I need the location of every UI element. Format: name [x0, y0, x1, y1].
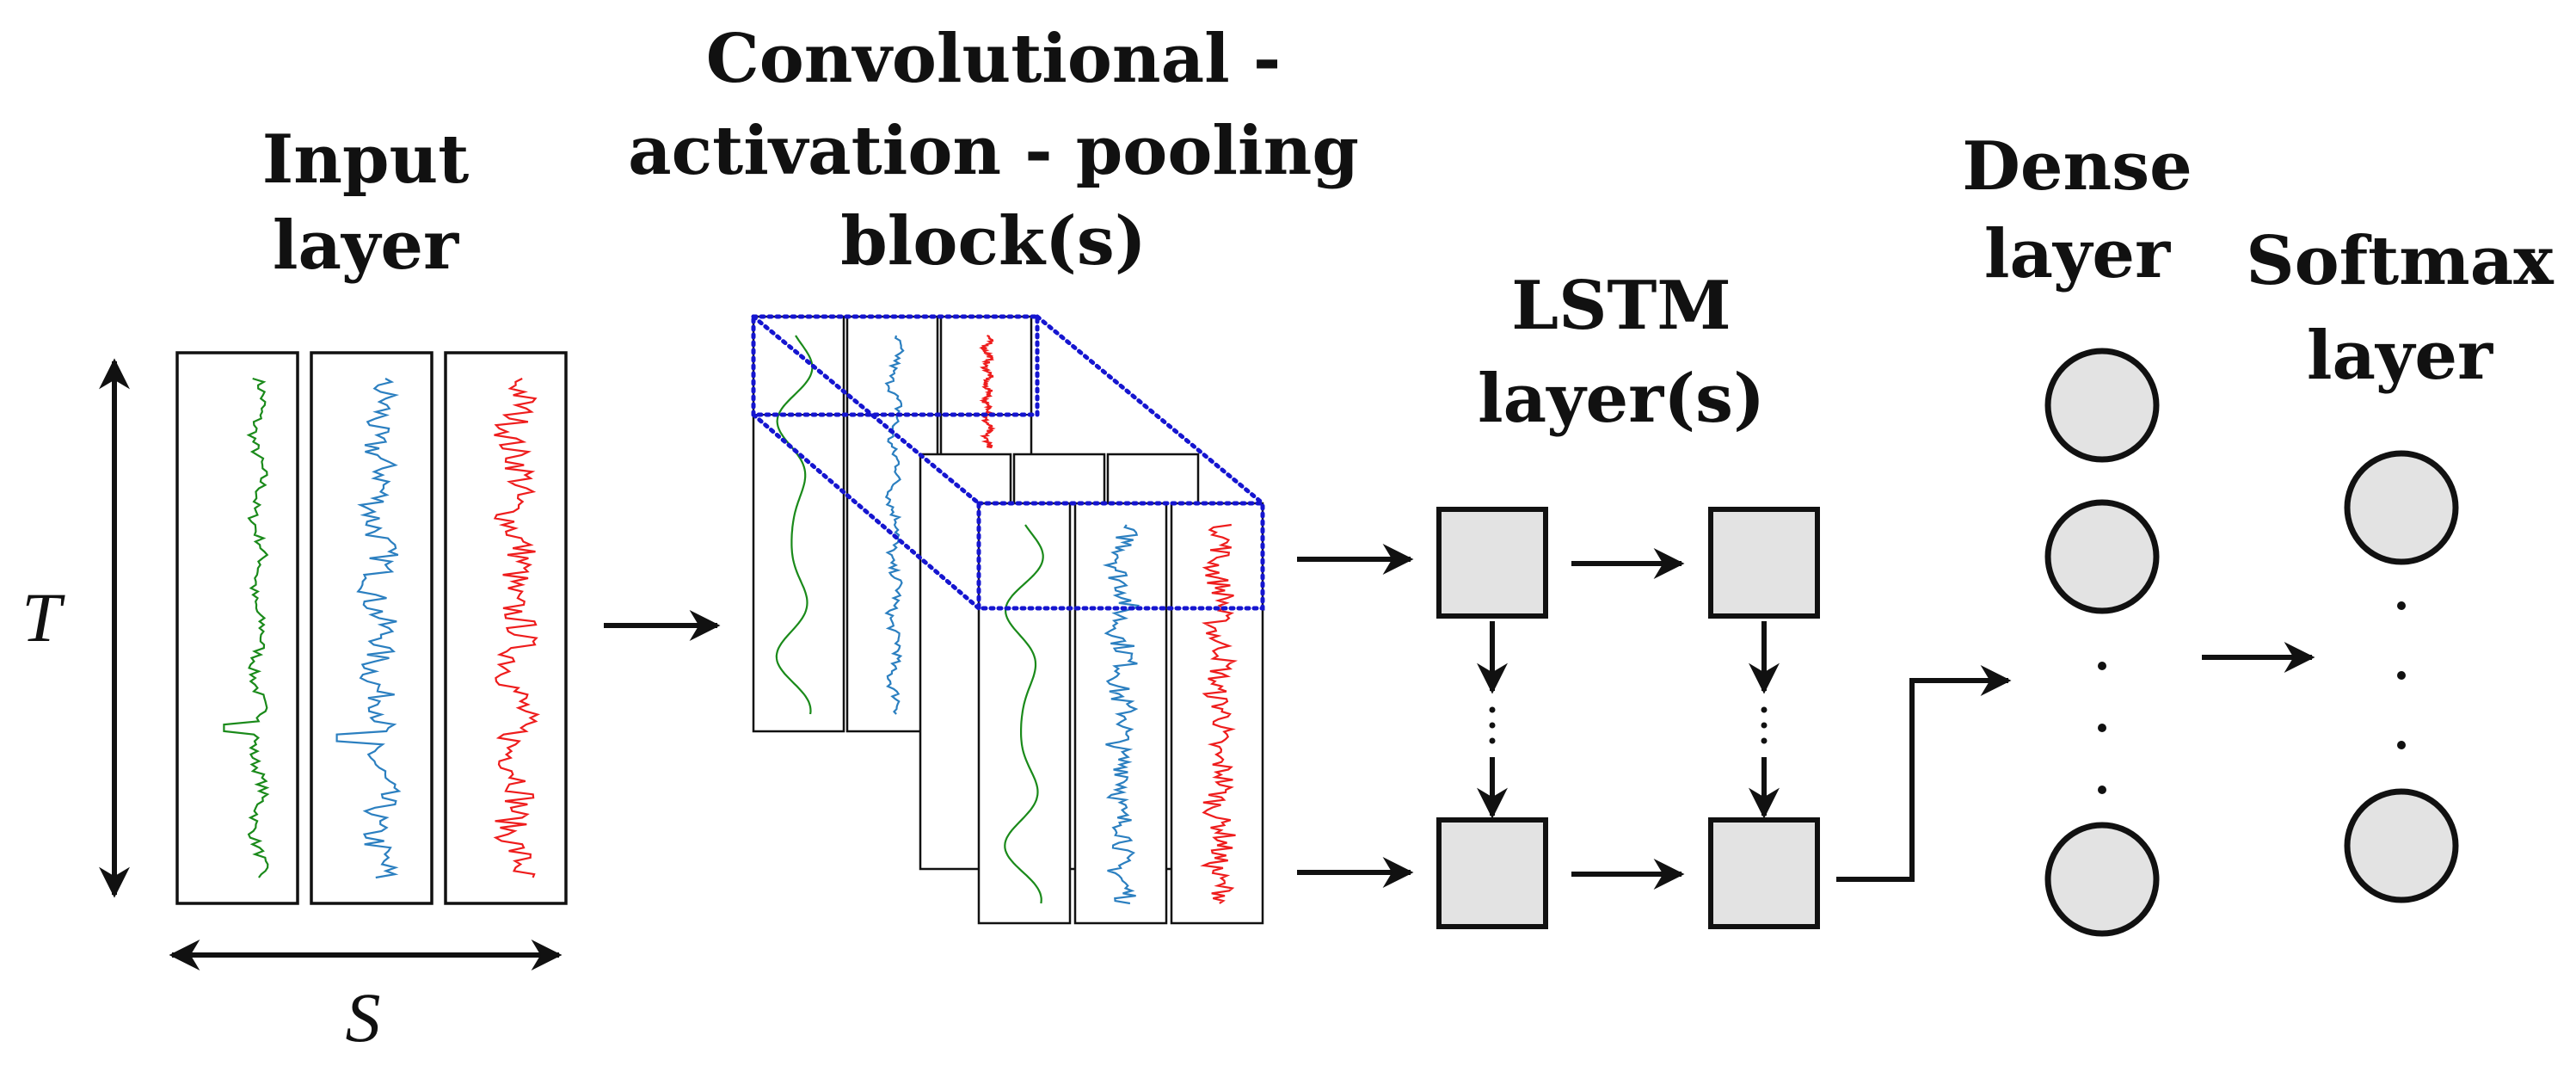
lstm-cell-top-left [1436, 507, 1548, 619]
dense-layer [2044, 348, 2160, 937]
input-signal-red-trace [493, 378, 541, 878]
input-panel-3 [444, 351, 568, 905]
input-layer [175, 351, 568, 905]
dense-layer-title-line2: layer [1984, 215, 2171, 293]
conv-front-red-trace [1200, 523, 1239, 904]
conv-back-panel-1 [752, 315, 845, 733]
dense-node-last [2044, 822, 2160, 937]
softmax-node-1 [2344, 450, 2459, 565]
input-layer-title-line2: layer [273, 206, 459, 285]
dense-layer-title-line1: Dense [1962, 127, 2192, 206]
conv-pooling-block [751, 314, 1265, 925]
conv-block-title-line2: activation - pooling [628, 112, 1359, 190]
dense-node-1 [2044, 348, 2160, 463]
conv-front-panel-1 [977, 502, 1072, 925]
lstm-to-dense-arrow [1836, 665, 2012, 882]
dense-vertical-dots [2098, 662, 2106, 794]
softmax-layer-title-line1: Softmax [2246, 222, 2554, 300]
input-layer-title-line1: Input [262, 120, 469, 199]
pooling-window-back [751, 314, 1040, 417]
softmax-node-last [2344, 788, 2459, 903]
conv-back-red-trace [978, 334, 996, 449]
conv-block-title-line3: block(s) [840, 202, 1146, 280]
conv-front-green-trace [1004, 524, 1044, 904]
pooling-edge-bottom-left [751, 412, 981, 611]
input-panel-1 [175, 351, 299, 905]
pooling-edge-top-right [1035, 314, 1265, 506]
softmax-layer [2344, 450, 2459, 903]
input-panel-2 [310, 351, 433, 905]
pooling-window-front [976, 501, 1265, 611]
conv-back-blue-trace [884, 335, 905, 715]
time-axis-label: T [22, 578, 65, 656]
dense-node-2 [2044, 499, 2160, 614]
input-signal-green-trace [223, 377, 270, 878]
lstm-right-vertical-dots [1761, 706, 1768, 744]
lstm-layer-title-line1: LSTM [1511, 267, 1731, 345]
sensor-axis-label: S [346, 978, 381, 1057]
conv-front-blue-trace [1102, 524, 1140, 905]
softmax-vertical-dots [2397, 601, 2406, 749]
lstm-cell-bottom-left [1436, 817, 1548, 929]
lstm-cell-bottom-right [1708, 817, 1820, 929]
conv-back-green-trace [775, 335, 814, 715]
lstm-cell-top-right [1708, 507, 1820, 619]
lstm-left-vertical-dots [1489, 706, 1496, 744]
lstm-layer-title-line2: layer(s) [1478, 360, 1765, 438]
lstm-layers [1436, 507, 1820, 929]
pooling-edge-top-left [751, 314, 981, 506]
softmax-layer-title-line2: layer [2307, 317, 2493, 395]
input-signal-blue-trace [335, 378, 402, 879]
conv-block-title-line1: Convolutional - [706, 20, 1282, 98]
